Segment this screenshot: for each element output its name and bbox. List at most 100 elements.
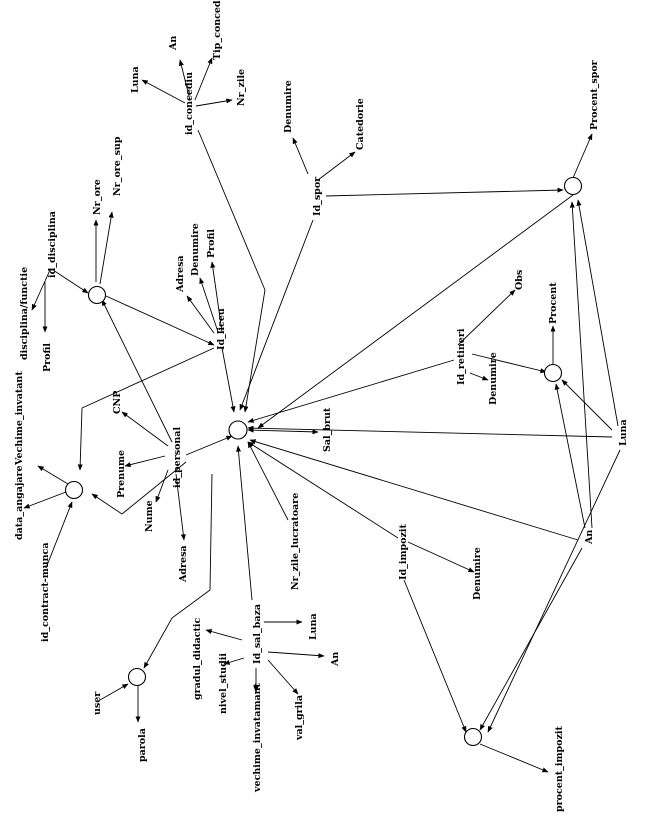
edge-salbaza-gradul [205,629,243,641]
edge-concediu-luna [141,79,186,104]
label-user: user [92,691,103,715]
edge-junction-spor-sal [257,194,574,429]
edge-spor-junction [325,187,564,197]
edge-personal-nume [155,469,169,503]
edge-salbaza-valgrila [267,659,299,695]
edge-liceu-contract [77,347,215,471]
edge-sal-salbrut [247,427,319,435]
edge-contract-data [23,491,67,509]
edge-concediu-nrzile [195,98,233,107]
edge-personal-prenume [124,455,166,468]
edge-personal-user-junction [143,473,213,669]
label-prenume: Prenume [116,450,127,498]
edge-liceu-denumire [199,277,219,333]
junction-spor [563,176,583,196]
label-profil-liceu: Profil [206,229,217,258]
label-tip-concediu: Tip_concediu [212,0,223,60]
label-nume: Nume [144,500,155,532]
edge-retineri-denumire [469,372,489,381]
label-nr-zile: Nr_zile [236,69,247,106]
label-vechime-invatamant: vechime_invatamant [252,682,263,793]
edge-junction-procent-spor [572,133,593,179]
label-an-sal-baza: An [330,652,341,667]
label-obs: Obs [514,270,525,290]
label-data-angajare: data_angajare [14,465,25,540]
label-luna-right: Luna [618,419,629,446]
edge-personal-contract [91,461,187,515]
edge-luna-junction-imp [487,449,621,733]
edge-idcontract-junction [45,501,73,569]
label-procent-retineri: Procent [548,282,559,324]
label-val-grila: val_grila [294,695,305,741]
edge-concediu-an [178,59,191,101]
junction-retineri [543,363,563,383]
edge-spor-catedorie [317,151,356,181]
junction-contract [64,480,84,500]
junction-impozit [463,727,483,747]
label-gradul-didactic: gradul_didactic [192,617,203,700]
label-denumire-liceu: Denumire [190,223,201,276]
label-cnp: CNP [112,391,123,414]
edge-liceu-adresa [186,295,215,334]
edge-contract-vechime [37,465,69,485]
labels: id_concediu Luna An Tip_concediu Nr_zile… [14,0,629,812]
edge-luna-sal [247,425,613,438]
edge-impozit-sal [247,441,399,539]
junction-user [127,667,147,687]
central-node [228,420,248,440]
edge-nrzile-sal [247,441,289,521]
edge-impozit-denumire [407,541,475,573]
label-id-retineri: Id_retineri [456,328,467,385]
edge-user-junction [99,683,129,701]
label-vechime-invatant: Vechime_invatant [14,371,25,466]
label-id-impozit: Id_impozit [398,524,409,580]
edge-personal-sal [185,435,233,456]
label-id-contract-munca: id_contract-munca [40,543,51,643]
edge-spor-denumire [292,137,309,175]
label-parola: parola [137,728,148,762]
junction-disciplina [87,285,107,305]
label-adresa-liceu: Adresa [175,255,186,293]
edge-an-junction-imp [479,547,583,731]
label-denumire-retineri: Denumire [488,352,499,405]
edge-junction-disc-liceu [105,295,215,346]
label-id-liceu: Id_liceu [216,308,227,350]
label-disciplina-functie: disciplina/functie [19,267,30,360]
label-procent-impozit: procent_impozit [554,725,565,812]
edge-liceu-sal [221,347,236,413]
label-nr-ore-sup: Nr_ore_sup [112,136,123,196]
junction-nodes [64,176,583,747]
edge-disciplina-junction [52,269,89,294]
label-id-sal-baza: Id_sal_baza [252,604,263,664]
edge-an-junction-spor [569,201,593,529]
label-sal-brut: Sal_brut [322,407,333,452]
edge-salbaza-nivel [223,657,245,665]
label-id-concediu: id_concediu [184,72,195,135]
label-luna-concediu: Luna [130,66,141,93]
edge-salbaza-an [267,651,325,659]
edge-an-sal [249,439,579,541]
label-nr-zile-lucratoare: Nr_zile_lucratoare [290,493,301,590]
edge-spor-sal [239,219,314,411]
label-an-concediu: An [168,36,179,51]
edge-retineri-junction [471,353,547,374]
edge-junction-procent-imp [479,743,549,773]
edge-liceu-profil [210,261,223,333]
label-id-disciplina: id_disciplina [47,211,58,278]
edge-impozit-junction [403,579,467,733]
label-nivel-studii: nivel_studii [218,653,229,714]
label-luna-sal-baza: Luna [308,613,319,640]
label-id-personal: id_personal [172,427,183,488]
edge-luna-junction-spor [576,199,619,427]
label-profil-disciplina: Profil [42,343,53,372]
edge-retineri-obs [457,289,516,346]
edge-salbaza-sal [236,445,253,601]
label-denumire-impozit: Denumire [472,547,483,600]
label-adresa-personal: Adresa [178,545,189,583]
label-an-right: An [584,530,595,545]
edge-concediu-sal [197,129,266,413]
edge-personal-adresa [175,473,186,541]
label-denumire-spor: Denumire [283,80,294,133]
edge-junction-nroresup [99,211,114,285]
